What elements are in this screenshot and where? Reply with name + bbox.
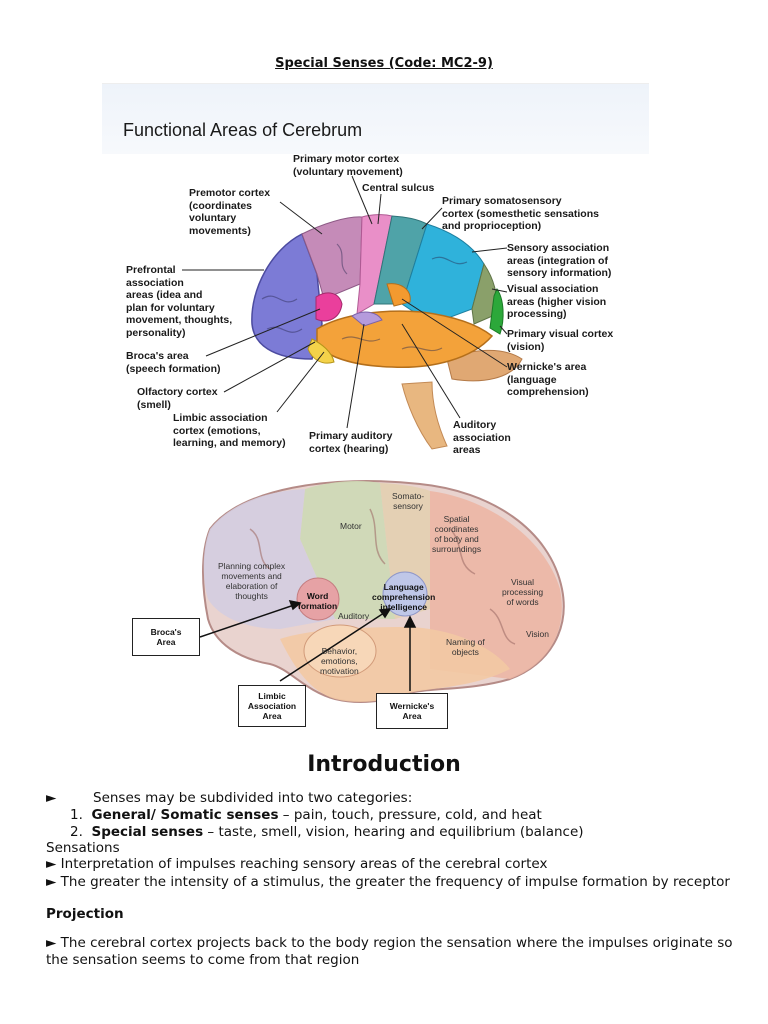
callout-wernickes-area: Wernicke's Area bbox=[376, 693, 448, 729]
label-auditory-association: Auditory association areas bbox=[453, 419, 511, 456]
sensations-heading: Sensations bbox=[46, 840, 120, 856]
label-visual-association: Visual association areas (higher vision … bbox=[507, 283, 607, 320]
fig2-label-visual-processing: Visual processing of words bbox=[502, 577, 544, 607]
fig2-label-motor: Motor bbox=[340, 521, 362, 531]
figure-functional-areas: Functional Areas of Cerebrum bbox=[102, 83, 649, 470]
label-primary-motor-cortex: Primary motor cortex (voluntary movement… bbox=[293, 153, 403, 178]
sensation-point: ► Interpretation of impulses reaching se… bbox=[46, 856, 548, 872]
bullet-marker: ► bbox=[46, 790, 57, 806]
label-primary-somatosensory: Primary somatosensory cortex (somestheti… bbox=[442, 195, 599, 232]
label-limbic-association: Limbic association cortex (emotions, lea… bbox=[173, 412, 286, 449]
label-olfactory-cortex: Olfactory cortex (smell) bbox=[137, 386, 218, 411]
list-item: 1. General/ Somatic senses – pain, touch… bbox=[70, 807, 542, 824]
list-item-number: 1. bbox=[70, 807, 83, 823]
list-item-term: Special senses bbox=[91, 824, 204, 840]
label-premotor-cortex: Premotor cortex (coordinates voluntary m… bbox=[189, 187, 271, 237]
fig2-label-behavior: Behavior, emotions, motivation bbox=[320, 646, 359, 676]
label-primary-auditory: Primary auditory cortex (hearing) bbox=[309, 430, 393, 455]
fig2-label-naming: Naming of objects bbox=[446, 637, 485, 657]
label-wernickes-area: Wernicke's area (language comprehension) bbox=[507, 361, 589, 398]
label-sensory-association: Sensory association areas (integration o… bbox=[507, 242, 612, 279]
brain-illustration bbox=[182, 175, 523, 450]
projection-heading: Projection bbox=[46, 906, 124, 922]
fig2-label-planning: Planning complex movements and elaborati… bbox=[218, 561, 286, 601]
figure-title: Functional Areas of Cerebrum bbox=[123, 120, 363, 140]
fig2-label-word-formation: Word formation bbox=[298, 591, 338, 611]
list-item-term: General/ Somatic senses bbox=[91, 807, 279, 823]
document-title: Special Senses (Code: MC2-9) bbox=[275, 56, 493, 71]
figure-title-band bbox=[102, 84, 649, 154]
fig2-label-vision: Vision bbox=[526, 629, 549, 639]
fig2-label-spatial: Spatial coordinates of body and surround… bbox=[432, 514, 482, 554]
section-heading-introduction: Introduction bbox=[307, 752, 461, 777]
label-central-sulcus: Central sulcus bbox=[362, 182, 435, 194]
list-item-text: – taste, smell, vision, hearing and equi… bbox=[203, 824, 584, 840]
list-item-text: – pain, touch, pressure, cold, and heat bbox=[278, 807, 542, 823]
label-prefrontal-association: Prefrontal association areas (idea and p… bbox=[126, 264, 233, 339]
projection-line: the sensation seems to come from that re… bbox=[46, 952, 360, 968]
callout-brocas-area: Broca's Area bbox=[132, 618, 200, 656]
projection-line: ► The cerebral cortex projects back to t… bbox=[46, 935, 733, 951]
list-item: 2. Special senses – taste, smell, vision… bbox=[70, 824, 584, 841]
label-primary-visual-cortex: Primary visual cortex (vision) bbox=[507, 328, 614, 353]
fig2-label-auditory: Auditory bbox=[338, 611, 370, 621]
fig2-label-somatosensory: Somato- sensory bbox=[392, 491, 425, 511]
intro-line: Senses may be subdivided into two catego… bbox=[93, 790, 413, 806]
figure-cortex-map: Somato- sensory Motor Spatial coordinate… bbox=[130, 469, 567, 731]
sensation-point: ► The greater the intensity of a stimulu… bbox=[46, 874, 730, 890]
list-item-number: 2. bbox=[70, 824, 83, 840]
cortex-map-illustration bbox=[199, 480, 565, 703]
callout-limbic-association-area: Limbic Association Area bbox=[238, 685, 306, 727]
label-brocas-area: Broca's area (speech formation) bbox=[126, 350, 221, 375]
fig2-label-language: Language comprehension intelligence bbox=[372, 582, 436, 612]
